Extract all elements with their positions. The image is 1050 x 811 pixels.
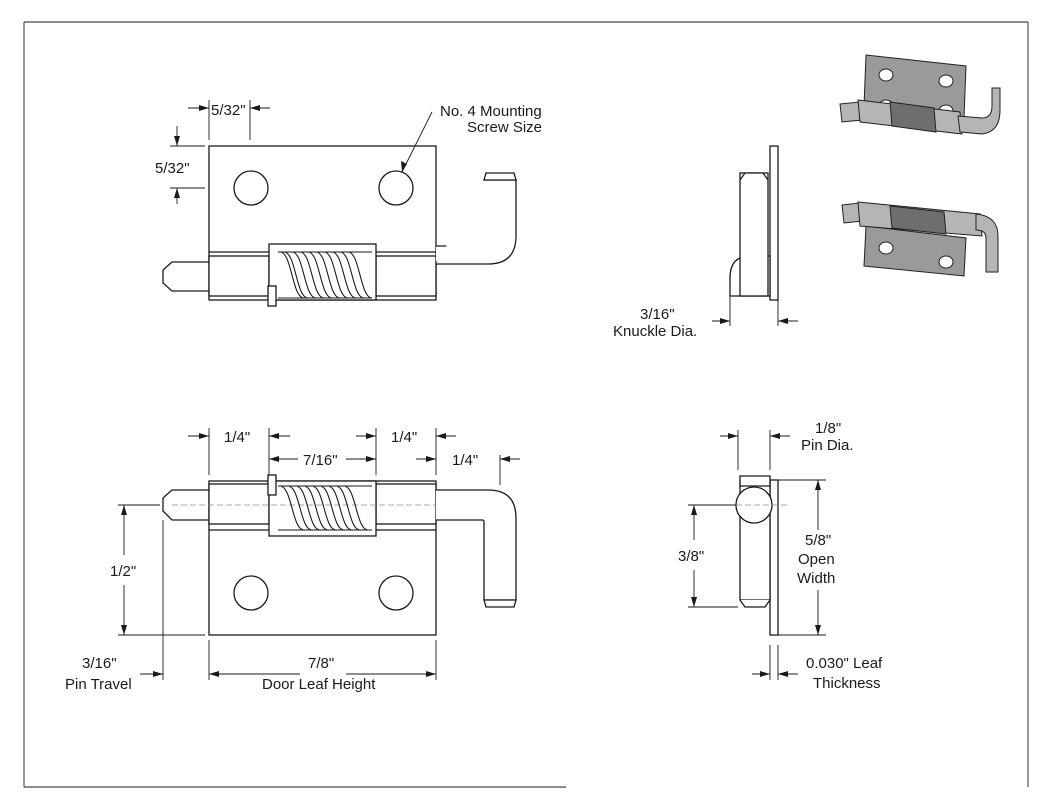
open-width-value: 5/8" [805,532,831,549]
hole-icon [378,170,414,206]
bottom-side-view: 1/8" Pin Dia. 3/8" 5/8" Open Width 0.030… [678,420,883,692]
hole-icon [938,255,954,269]
arrow-icon [815,480,821,490]
top-dimensions: 5/32" 5/32" No. 4 Mounting Screw Size [155,100,542,204]
arrow-icon [500,456,510,462]
hole-icon [378,575,414,611]
arrow-icon [760,671,770,677]
spring-icon [889,205,947,235]
leaf-thickness-text: Thickness [813,675,881,692]
arrow-icon [691,597,697,607]
open-width-line1: Open [798,551,835,568]
isometric-bottom [841,201,999,277]
bottom-dimensions: 1/4" 7/16" 1/4" 1/4" 1/2" 3/16" Pin [65,428,520,693]
arrow-icon [366,433,376,439]
pin-travel-text: Pin Travel [65,676,132,693]
spring-icon [278,251,373,299]
spring-icon [278,485,372,531]
arrow-icon [174,136,180,146]
arrow-icon [153,671,163,677]
hole-icon [878,68,894,82]
dim-bottom-right-gap: 1/4" [391,429,417,446]
arrow-icon [209,671,219,677]
arrow-icon [199,433,209,439]
arrow-icon [426,671,436,677]
top-front-view [162,145,517,307]
sheet-border [23,21,1029,788]
leaf-height-text: Door Leaf Height [262,676,376,693]
hole-icon [233,170,269,206]
knuckle-dia-text: Knuckle Dia. [613,323,697,340]
arrow-icon [770,433,780,439]
arrow-icon [121,625,127,635]
open-width-line2: Width [797,570,835,587]
hole-icon [233,575,269,611]
bottom-front-view [162,474,517,636]
dim-top-hole-x: 5/32" [211,102,246,119]
arrow-icon [815,625,821,635]
arrow-icon [778,318,788,324]
pin-travel-value: 3/16" [82,655,117,672]
dim-pin-offset: 1/4" [452,452,478,469]
arrow-icon [269,456,279,462]
dim-bottom-left-gap: 1/4" [224,429,250,446]
arrow-icon [401,161,407,172]
top-side-view: 3/16" Knuckle Dia. [613,145,798,340]
arrow-icon [174,188,180,198]
arrow-icon [366,456,376,462]
arrow-icon [436,433,446,439]
dim-top-hole-y: 5/32" [155,160,190,177]
isometric-top [839,54,1001,135]
hole-icon [938,74,954,88]
arrow-icon [728,433,738,439]
arrow-icon [250,105,260,111]
dim-spring-length: 7/16" [303,452,338,469]
leaf-thickness-value: 0.030" Leaf [806,655,883,672]
leaf-height-value: 7/8" [308,655,334,672]
spring-icon [889,101,937,133]
pin-dia-value: 1/8" [815,420,841,437]
screw-size-line1: No. 4 Mounting [440,103,542,120]
knuckle-dia-value: 3/16" [640,306,675,323]
arrow-icon [199,105,209,111]
arrow-icon [778,671,788,677]
pin-dia-text: Pin Dia. [801,437,854,454]
dim-three-eighths: 3/8" [678,548,704,565]
arrow-icon [691,505,697,515]
arrow-icon [426,456,436,462]
screw-size-line2: Screw Size [467,119,542,136]
arrow-icon [720,318,730,324]
dim-height-half: 1/2" [110,563,136,580]
arrow-icon [121,505,127,515]
hole-icon [878,241,894,255]
